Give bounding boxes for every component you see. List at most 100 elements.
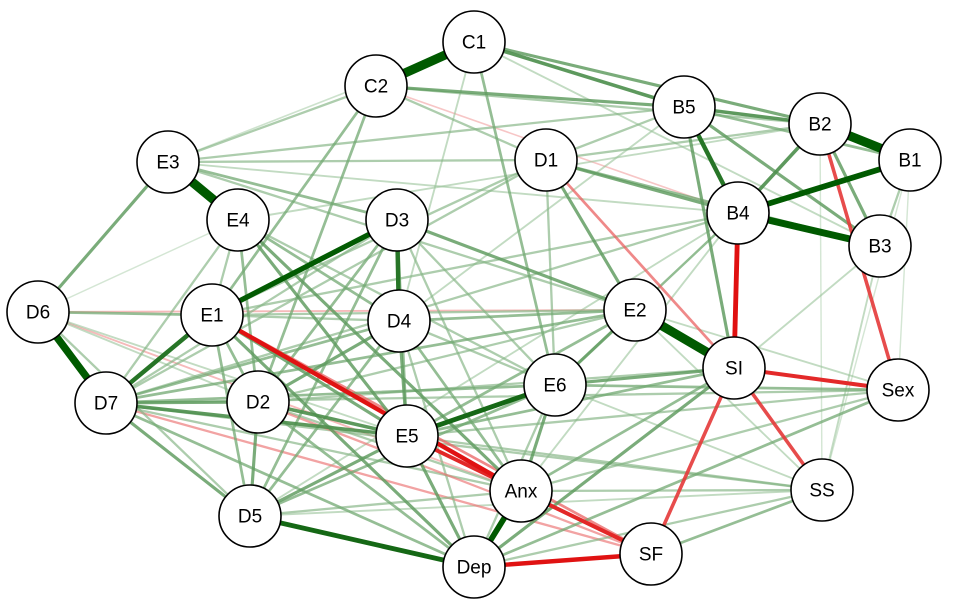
node-label: D6: [26, 303, 50, 324]
node-circle: [180, 283, 244, 347]
node-label: SS: [809, 481, 834, 502]
node-b1: B1: [878, 128, 942, 192]
edge-Anx-SS: [519, 488, 824, 493]
edge-E4-E5: [236, 218, 409, 438]
edge-Anx-D5: [248, 489, 523, 518]
node-e4: E4: [206, 188, 270, 252]
edge-SI-D2: [256, 366, 736, 404]
edge-E2-SS: [634, 309, 823, 491]
node-b5: B5: [652, 75, 716, 139]
node-circle: [523, 353, 587, 417]
node-circle: [788, 92, 852, 156]
node-label: B5: [672, 98, 695, 119]
edge-D3-D7: [104, 218, 399, 405]
node-circle: [866, 358, 930, 422]
edge-D3-Anx: [395, 218, 523, 493]
node-circle: [790, 458, 854, 522]
node-label: Dep: [457, 558, 492, 579]
node-label: B4: [726, 204, 750, 225]
edge-E3-D6: [36, 160, 170, 314]
node-circle: [344, 54, 408, 118]
node-d7: D7: [74, 371, 138, 435]
node-label: E3: [156, 153, 179, 174]
node-label: C2: [364, 77, 388, 98]
node-c2: C2: [344, 54, 408, 118]
node-label: B2: [808, 115, 831, 136]
node-circle: [848, 214, 912, 278]
edge-C2-E3: [166, 84, 378, 164]
edge-D3-E1: [209, 217, 400, 318]
edge-D6-D2: [37, 311, 259, 403]
edge-E4-Anx: [236, 218, 523, 493]
node-circle: [375, 404, 439, 468]
edge-C2-E1: [210, 84, 378, 317]
node-b4: B4: [706, 181, 770, 245]
edge-B5-D4: [398, 106, 685, 322]
node-e3: E3: [136, 130, 200, 194]
node-si: SI: [702, 336, 766, 400]
node-label: D4: [387, 312, 412, 333]
node-circle: [136, 130, 200, 194]
edge-D4-D7: [104, 319, 401, 405]
node-d2: D2: [226, 370, 290, 434]
edge-E2-D7: [104, 308, 637, 405]
edge-D1-SI: [544, 158, 736, 370]
node-label: D7: [94, 394, 118, 415]
edge-D1-E6: [544, 158, 557, 387]
node-circle: [652, 75, 716, 139]
node-sex: Sex: [866, 358, 930, 422]
edge-D5-Dep: [247, 513, 477, 570]
node-circle: [74, 371, 138, 435]
edge-E6-SS: [554, 384, 823, 491]
edge-B2-SS: [819, 123, 823, 491]
node-circle: [442, 535, 506, 599]
edge-E3-D1: [166, 158, 548, 164]
node-circle: [6, 280, 70, 344]
node-d6: D6: [6, 280, 70, 344]
node-d1: D1: [514, 128, 578, 192]
node-label: E6: [543, 376, 566, 397]
edge-Anx-Sex: [519, 388, 900, 493]
edge-SI-Anx: [519, 366, 736, 493]
edge-E3-B4: [167, 161, 739, 214]
node-e1: E1: [180, 283, 244, 347]
node-e5: E5: [375, 404, 439, 468]
edge-C1-B3: [473, 41, 881, 247]
edge-D2-Dep: [256, 400, 476, 569]
edge-B4-D1: [544, 158, 740, 215]
node-circle: [365, 188, 429, 252]
edge-C1-E6: [472, 40, 557, 387]
node-circle: [226, 370, 290, 434]
node-label: SI: [725, 359, 743, 380]
node-circle: [489, 459, 553, 523]
node-label: D3: [385, 211, 409, 232]
node-d4: D4: [367, 289, 431, 353]
edge-E5-SS: [405, 434, 824, 492]
node-label: E1: [200, 306, 223, 327]
node-circle: [878, 128, 942, 192]
node-label: SF: [639, 545, 663, 566]
edge-B1-SS: [821, 159, 911, 491]
edge-E4-D7: [104, 218, 240, 405]
edge-D3-D5: [248, 218, 399, 518]
edge-E2-E5: [405, 308, 637, 438]
node-d5: D5: [218, 484, 282, 548]
edge-D1-D7: [104, 158, 548, 405]
node-label: B1: [898, 151, 921, 172]
node-label: B3: [868, 237, 891, 258]
node-circle: [706, 181, 770, 245]
node-b3: B3: [848, 214, 912, 278]
node-circle: [619, 522, 683, 586]
node-label: D5: [238, 507, 262, 528]
node-circle: [206, 188, 270, 252]
node-circle: [442, 10, 506, 74]
node-ss: SS: [790, 458, 854, 522]
edge-B2-D1: [544, 122, 822, 162]
node-circle: [702, 336, 766, 400]
node-circle: [218, 484, 282, 548]
node-label: Sex: [882, 381, 915, 402]
edge-C1-B5: [472, 40, 686, 109]
edge-D3-E2: [395, 218, 637, 312]
node-label: Anx: [505, 482, 538, 503]
